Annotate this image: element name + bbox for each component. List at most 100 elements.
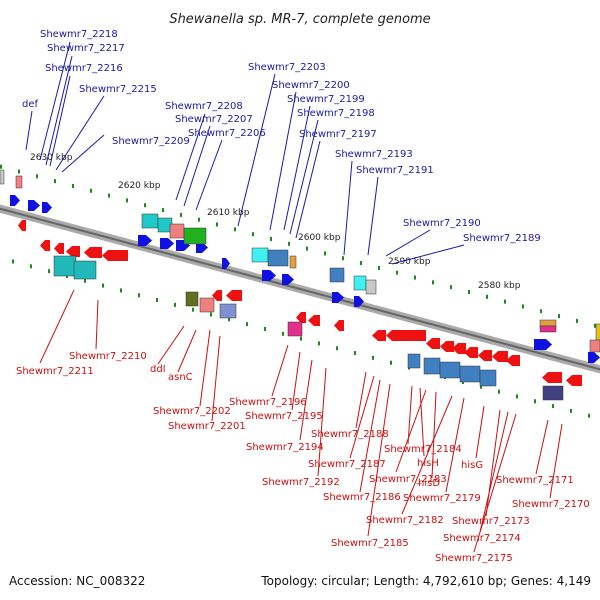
- scale-tick: [342, 256, 344, 261]
- gene-label[interactable]: Shewmr7_2170: [512, 499, 590, 510]
- gene-label[interactable]: Shewmr7_2188: [311, 429, 389, 440]
- gene-label[interactable]: Shewmr7_2200: [272, 80, 350, 91]
- leader-line: [475, 405, 485, 459]
- gene-label[interactable]: hisH: [417, 458, 439, 469]
- gene-label[interactable]: Shewmr7_2216: [45, 63, 123, 74]
- gene-label[interactable]: Shewmr7_2173: [452, 516, 530, 527]
- gene-label[interactable]: asnC: [168, 372, 193, 383]
- accession-text: Accession: NC_008322: [9, 574, 145, 588]
- gene-label[interactable]: Shewmr7_2217: [47, 43, 125, 54]
- gene-label[interactable]: Shewmr7_2191: [356, 165, 434, 176]
- scale-tick: [468, 289, 470, 294]
- gene-label[interactable]: Shewmr7_2199: [287, 94, 365, 105]
- reverse-gene-arrow: [506, 355, 520, 366]
- gene-label[interactable]: hisD: [418, 478, 440, 489]
- forward-gene-arrow: [262, 270, 276, 281]
- leader-line: [177, 329, 197, 373]
- gene-label[interactable]: Shewmr7_2193: [335, 149, 413, 160]
- gene-box: [539, 325, 557, 333]
- gene-label[interactable]: Shewmr7_2211: [16, 366, 94, 377]
- scale-tick: [300, 336, 302, 341]
- leader-line: [199, 329, 211, 407]
- scale-tick: [120, 288, 122, 293]
- scale-label: 2600 kbp: [298, 233, 341, 243]
- gene-label[interactable]: Shewmr7_2171: [496, 475, 574, 486]
- leader-line: [269, 91, 297, 231]
- scale-label: 2620 kbp: [118, 181, 161, 191]
- top-labels: Shewmr7_2218 Shewmr7_2217 Shewmr7_2216 S…: [22, 29, 541, 244]
- gene-label[interactable]: Shewmr7_2209: [112, 136, 190, 147]
- gene-label[interactable]: Shewmr7_2190: [403, 218, 481, 229]
- gene-box: [169, 223, 185, 239]
- scale-tick: [486, 294, 488, 299]
- reverse-gene-arrow: [308, 315, 320, 326]
- scale-tick: [90, 188, 92, 193]
- gene-label[interactable]: Shewmr7_2184: [384, 444, 462, 455]
- scale-tick: [174, 302, 176, 307]
- gene-box: [459, 365, 481, 383]
- gene-label[interactable]: Shewmr7_2203: [248, 62, 326, 73]
- gene-label[interactable]: Shewmr7_2198: [297, 108, 375, 119]
- gene-label[interactable]: Shewmr7_2195: [245, 411, 323, 422]
- leader-line: [183, 125, 211, 207]
- gene-label[interactable]: Shewmr7_2189: [463, 233, 541, 244]
- gene-label[interactable]: Shewmr7_2183: [369, 474, 447, 485]
- scale-tick: [540, 309, 542, 314]
- leader-line: [391, 244, 465, 265]
- scale-tick: [36, 174, 38, 179]
- gene-label[interactable]: Shewmr7_2179: [403, 493, 481, 504]
- gene-box: [287, 321, 303, 337]
- gene-label[interactable]: Shewmr7_2210: [69, 351, 147, 362]
- scale-tick: [192, 307, 194, 312]
- gene-label[interactable]: Shewmr7_2192: [262, 477, 340, 488]
- gene-box: [353, 275, 367, 291]
- reverse-gene-arrow: [226, 290, 242, 301]
- gene-box: [539, 319, 557, 327]
- genome-backbone-core: [0, 207, 600, 371]
- scale-label: 2610 kbp: [207, 208, 250, 218]
- gene-label[interactable]: def: [22, 99, 39, 110]
- forward-gene-arrow: [222, 258, 230, 269]
- leader-line: [479, 411, 509, 533]
- forward-gene-arrow: [588, 352, 600, 363]
- scale-tick: [108, 193, 110, 198]
- gene-label[interactable]: Shewmr7_2186: [323, 492, 401, 503]
- gene-label[interactable]: Shewmr7_2215: [79, 84, 157, 95]
- leader-line: [211, 335, 221, 422]
- leader-line: [49, 75, 71, 167]
- gene-label[interactable]: Shewmr7_2175: [435, 553, 513, 564]
- scale-tick: [282, 331, 284, 336]
- scale-tick: [498, 389, 500, 394]
- gene-label[interactable]: Shewmr7_2185: [331, 538, 409, 549]
- gene-label[interactable]: Shewmr7_2197: [299, 129, 377, 140]
- gene-label[interactable]: Shewmr7_2218: [40, 29, 118, 40]
- gene-label[interactable]: Shewmr7_2194: [246, 442, 324, 453]
- gene-label[interactable]: Shewmr7_2187: [308, 459, 386, 470]
- topology-text: Topology: circular; Length: 4,792,610 bp…: [260, 574, 591, 588]
- forward-gene-arrow: [160, 238, 174, 249]
- forward-gene-arrow: [10, 195, 20, 206]
- gene-label[interactable]: Shewmr7_2202: [153, 406, 231, 417]
- gene-box: [183, 227, 207, 245]
- scale-tick: [324, 251, 326, 256]
- gene-label[interactable]: Shewmr7_2196: [229, 397, 307, 408]
- leader-line: [431, 391, 437, 479]
- gene-label[interactable]: hisG: [461, 460, 483, 471]
- leader-line: [367, 383, 391, 537]
- gene-label[interactable]: Shewmr7_2207: [175, 114, 253, 125]
- gene-label[interactable]: Shewmr7_2201: [168, 421, 246, 432]
- scale-tick: [390, 360, 392, 365]
- gene-box: [407, 353, 421, 369]
- leader-line: [95, 299, 99, 350]
- leader-line: [473, 413, 517, 553]
- gene-label[interactable]: Shewmr7_2208: [165, 101, 243, 112]
- gene-label[interactable]: Shewmr7_2182: [366, 515, 444, 526]
- forward-gene-arrow: [28, 200, 40, 211]
- scale-tick: [288, 241, 290, 246]
- gene-label[interactable]: Shewmr7_2206: [188, 128, 266, 139]
- gene-label[interactable]: Shewmr7_2174: [443, 533, 521, 544]
- scale-tick: [0, 164, 2, 169]
- gene-box: [251, 247, 269, 263]
- gene-label[interactable]: ddl: [150, 364, 165, 375]
- gene-box: [219, 303, 237, 319]
